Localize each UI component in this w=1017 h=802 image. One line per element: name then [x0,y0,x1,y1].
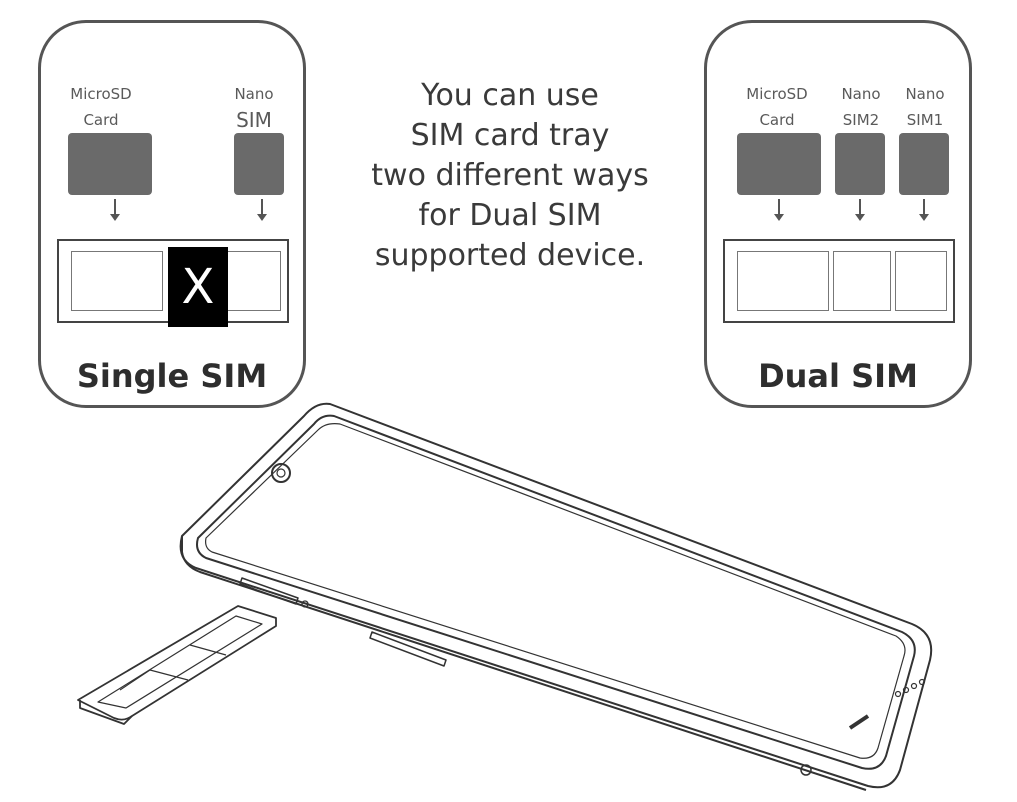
dual-nano1-label-line1: Nano [905,85,945,103]
dual-sim-tray [723,239,955,323]
blocked-slot-x-mark: X [168,247,228,327]
dual-nano2-arrow-icon [855,199,865,221]
phone-body-icon [179,402,933,789]
dual-nano-sim2-card-icon [835,133,885,195]
phone-side-button-icon [369,631,447,667]
single-microsd-card-icon [68,133,152,195]
single-microsd-label-line2: Card [83,111,119,129]
dual-tray-slot-nano2 [833,251,891,311]
single-microsd-label-line1: MicroSD [70,85,132,103]
dual-microsd-card-icon [737,133,821,195]
dual-nano2-label-line2: SIM2 [842,111,880,129]
single-nano-label: Nano SIM [224,81,284,133]
dual-sim-title: Dual SIM [758,357,918,395]
single-nano-sim-card-icon [234,133,284,195]
ejected-sim-tray-icon [77,605,277,725]
info-text-line3: two different ways [371,158,649,193]
single-nano-label-line2: SIM [236,108,272,132]
dual-nano2-label: Nano SIM2 [833,81,889,133]
dual-tray-slot-microsd [737,251,829,311]
info-text-line1: You can use [421,78,599,113]
single-microsd-arrow-icon [110,199,120,221]
front-camera-icon [271,463,291,483]
sim-eject-hole-icon [301,600,309,608]
phone-side-edge [181,536,867,791]
single-microsd-label: MicroSD Card [61,81,141,133]
dual-microsd-label-line1: MicroSD [746,85,808,103]
dual-microsd-label: MicroSD Card [737,81,817,133]
dual-nano1-label: Nano SIM1 [897,81,953,133]
headphone-jack-icon [800,764,812,776]
phone-screen-icon [196,414,916,770]
dual-nano1-arrow-icon [919,199,929,221]
dual-nano1-label-line2: SIM1 [906,111,944,129]
info-text-line4: for Dual SIM [418,198,602,233]
phone-screen-bezel [205,423,906,759]
phone-sim-slot-icon [239,577,299,605]
single-nano-arrow-icon [257,199,267,221]
dual-microsd-label-line2: Card [759,111,795,129]
info-text-line2: SIM card tray [410,118,610,153]
sim-tray-info-text: You can use SIM card tray two different … [330,76,690,276]
dual-nano-sim1-card-icon [899,133,949,195]
usb-port-icon [848,714,870,730]
info-text-line5: supported device. [374,238,646,273]
dual-nano2-label-line1: Nano [841,85,881,103]
single-sim-panel: MicroSD Card Nano SIM X Single SIM [38,20,306,408]
single-nano-label-line1: Nano [234,85,274,103]
dual-sim-panel: MicroSD Card Nano SIM2 Nano SIM1 Dual SI… [704,20,972,408]
single-sim-title: Single SIM [76,357,268,395]
single-tray-slot-microsd [71,251,163,311]
dual-microsd-arrow-icon [774,199,784,221]
dual-tray-slot-nano1 [895,251,947,311]
